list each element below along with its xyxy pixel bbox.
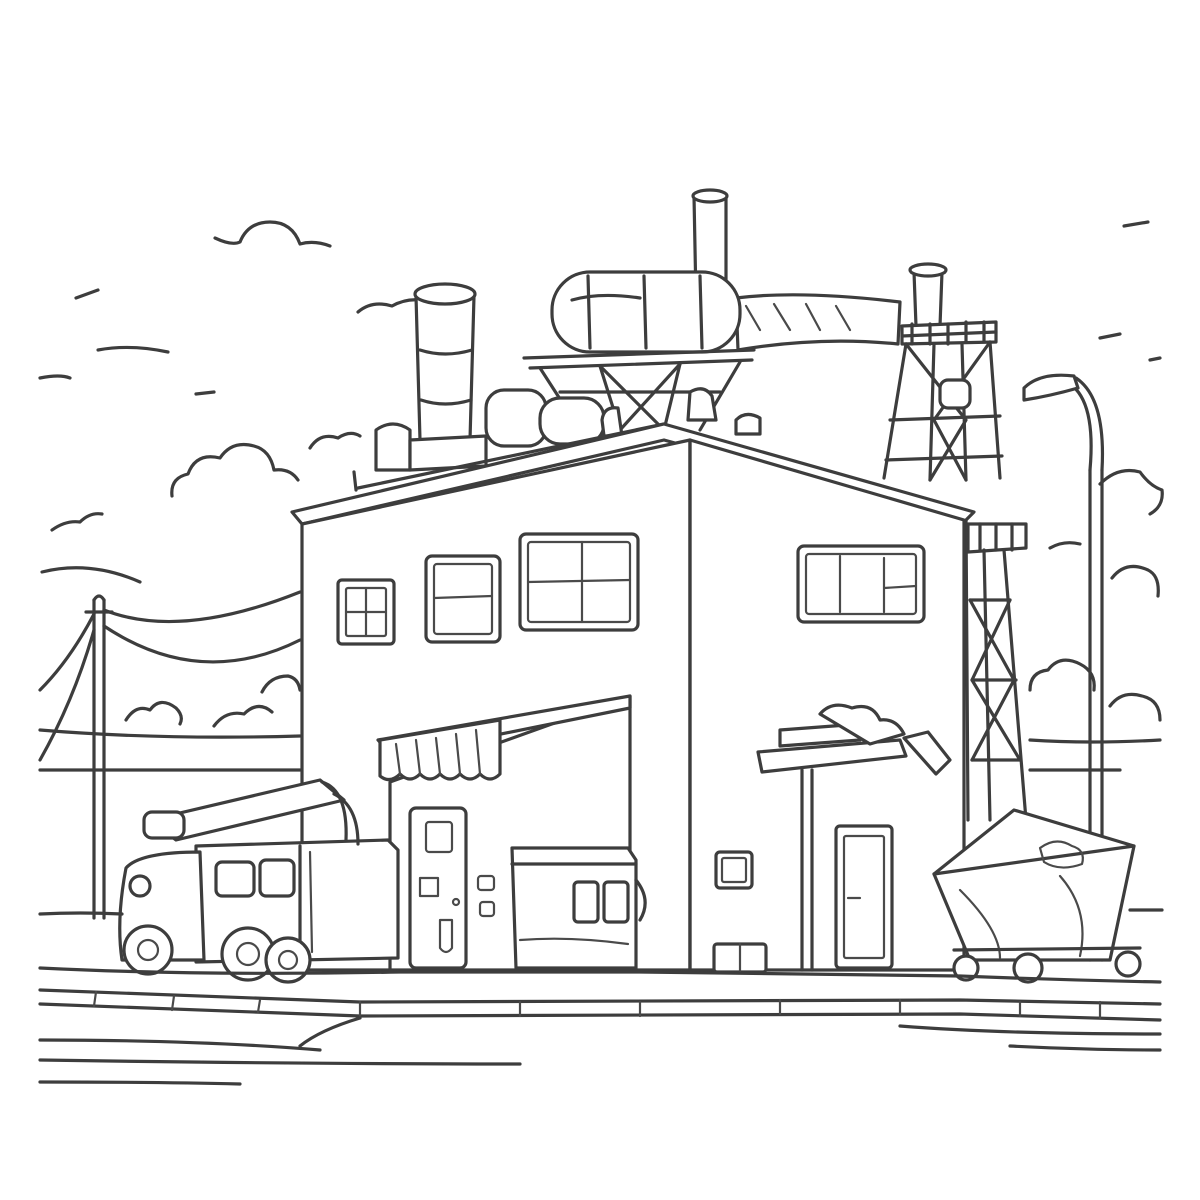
sky: [38, 220, 1164, 772]
wheel: [952, 950, 1142, 984]
chimney-icon: [908, 262, 948, 328]
wheel: [122, 924, 174, 976]
cart-icon: [932, 808, 1142, 984]
factory-building: [290, 422, 976, 974]
chimney-icon: [413, 282, 477, 442]
water-tank-icon: [550, 270, 742, 354]
cloud-icon: [50, 220, 1164, 728]
wheel: [264, 936, 312, 984]
window-icon: [336, 578, 396, 646]
horizon-lines: [38, 728, 1162, 772]
window-icon: [796, 544, 926, 624]
rooftop-equipment: [352, 188, 948, 492]
lattice-tower: [882, 320, 1028, 822]
ground: [38, 908, 1164, 1086]
sky-strokes: [38, 220, 1162, 584]
door-icon: [408, 806, 468, 970]
door-icon: [834, 824, 894, 970]
window-icon: [518, 532, 640, 632]
window-icon: [424, 554, 502, 644]
tank-stand: [522, 348, 756, 432]
truck-icon: [118, 778, 400, 984]
utility-pole-icon: [38, 590, 302, 920]
